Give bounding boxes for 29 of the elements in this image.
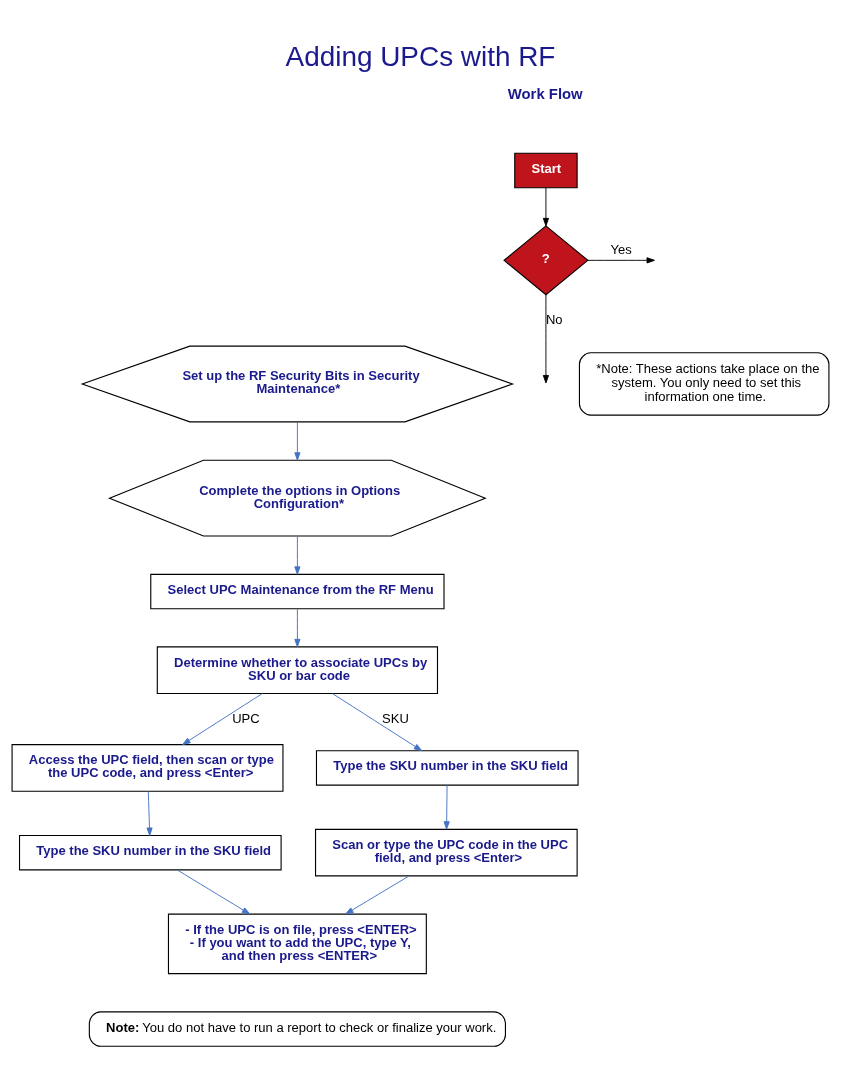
arrow <box>294 535 301 575</box>
arrow <box>332 692 423 751</box>
edge-label: Yes <box>610 241 632 257</box>
node-box: Select UPC Maintenance from the RF Menu <box>150 573 445 609</box>
edge-label: UPC <box>232 710 260 726</box>
arrow <box>542 293 549 383</box>
arrow <box>176 869 251 914</box>
node-box: - If the UPC is on file, press <ENTER> - If you want to add the UPC, type Y, and then press <ENTER> <box>167 913 427 974</box>
arrow <box>182 692 263 745</box>
node-box: *Note: These actions take place on the system. You only need to set this information one time. <box>578 351 830 416</box>
node-box: Determine whether to associate UPCs by SKU or bar code <box>156 645 439 694</box>
arrow <box>345 875 410 914</box>
edge-label: SKU <box>382 710 409 726</box>
arrow <box>146 790 153 836</box>
node-diamond: ? <box>503 224 589 295</box>
arrow <box>587 256 655 263</box>
arrow <box>443 784 450 830</box>
label: Work Flow <box>507 85 583 102</box>
node-box: Scan or type the UPC code in the UPC field, and press <Enter> <box>315 828 578 876</box>
arrow <box>294 608 301 647</box>
node-box: Start <box>514 152 578 188</box>
node-box: Access the UPC field, then scan or type the UPC code, and press <Enter> <box>11 743 284 792</box>
arrow <box>294 421 301 461</box>
node-box: Note: You do not have to run a report to check or finalize your work. <box>88 1010 506 1047</box>
diagram-title: Adding UPCs with RF <box>285 40 556 72</box>
node-box: Type the SKU number in the SKU field <box>315 749 579 786</box>
node-box: Type the SKU number in the SKU field <box>18 834 282 870</box>
arrow <box>542 187 549 226</box>
edge-label: No <box>545 311 563 327</box>
